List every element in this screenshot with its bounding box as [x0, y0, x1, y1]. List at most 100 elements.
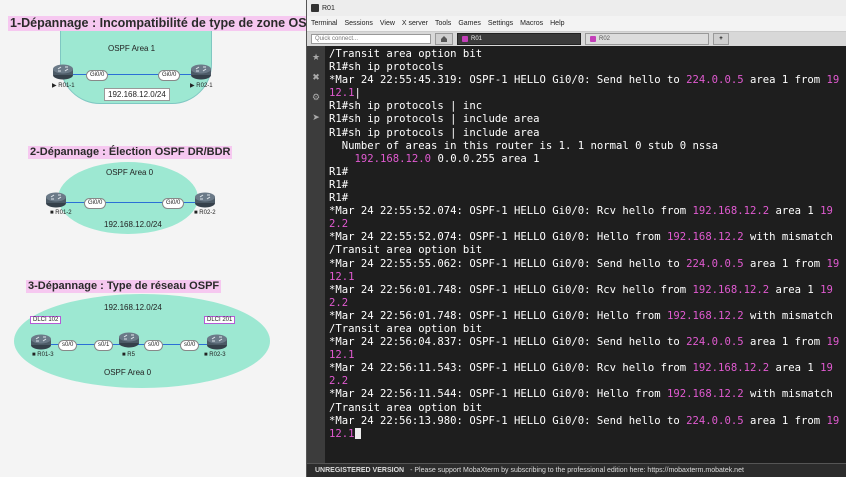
- diagram3-right-router-label: ■ R02-3: [204, 352, 226, 358]
- tab-toolbar: Quick connect... R01 R02 +: [307, 32, 846, 46]
- diagram2-right-router-label: ■ R02-2: [194, 210, 216, 216]
- tab-r01[interactable]: R01: [457, 33, 581, 45]
- diagram3-area-label: OSPF Area 0: [104, 368, 152, 377]
- diagram3-if2: s0/1: [94, 340, 114, 351]
- menu-sessions[interactable]: Sessions: [344, 20, 373, 27]
- diagram2-network: 192.168.12.0/24: [104, 220, 162, 229]
- terminal-line: 2.2: [329, 218, 846, 231]
- menu-help[interactable]: Help: [550, 20, 565, 27]
- tools-icon[interactable]: ✖: [312, 72, 320, 82]
- menu-x-server[interactable]: X server: [401, 20, 428, 27]
- terminal-text: with mismatch: [743, 309, 833, 322]
- terminal-line: 12.1: [329, 271, 846, 284]
- router-r01-3-icon: [31, 334, 51, 350]
- diagram3-dlci-right: DLCI 201: [204, 316, 236, 324]
- terminal-line: *Mar 24 22:55:45.319: OSPF-1 HELLO Gi0/0…: [329, 74, 846, 87]
- terminal-text: 19: [820, 205, 833, 218]
- terminal-text: 12.1: [329, 270, 355, 283]
- terminal-text: area 1 from: [743, 414, 827, 427]
- terminal-text: *Mar 24 22:56:01.748: OSPF-1 HELLO Gi0/0…: [329, 283, 693, 296]
- terminal-text: *Mar 24 22:56:13.980: OSPF-1 HELLO Gi0/0…: [329, 414, 687, 427]
- diagram2-title: 2-Dépannage : Élection OSPF DR/BDR: [28, 146, 233, 159]
- support-message[interactable]: - Please support MobaXterm by subscribin…: [410, 467, 744, 474]
- terminal-text: /Transit area option bit: [329, 48, 483, 60]
- left-sidebar: ★ ✖ ⚙ ➤: [307, 46, 325, 463]
- terminal-line: R1#sh ip protocols | inc: [329, 100, 846, 113]
- terminal-text: with mismatch: [743, 388, 833, 401]
- terminal-text: area 1 from: [743, 336, 827, 349]
- terminal-line: /Transit area option bit: [329, 48, 846, 61]
- terminal-line: *Mar 24 22:55:55.062: OSPF-1 HELLO Gi0/0…: [329, 258, 846, 271]
- terminal-text: 19: [826, 336, 840, 349]
- terminal-line: *Mar 24 22:56:01.748: OSPF-1 HELLO Gi0/0…: [329, 284, 846, 297]
- menu-macros[interactable]: Macros: [520, 20, 544, 27]
- terminal-text: R1#: [329, 178, 349, 191]
- terminal-text: R1#sh ip protocols | include area: [329, 113, 540, 126]
- terminal-line: 192.168.12.0 0.0.0.255 area 1: [329, 153, 846, 166]
- router-r02-3-icon: [207, 334, 227, 350]
- star-icon[interactable]: ★: [311, 52, 321, 62]
- terminal-text: 192.168.12.2: [667, 231, 744, 244]
- diagram3-dlci-left: DLCI 102: [30, 316, 62, 324]
- macros-icon[interactable]: ⚙: [311, 92, 321, 102]
- mobaxterm-window: R01 Terminal Sessions View X server Tool…: [306, 0, 846, 477]
- terminal-line: *Mar 24 22:56:13.980: OSPF-1 HELLO Gi0/0…: [329, 415, 846, 428]
- terminal-line: *Mar 24 22:56:11.544: OSPF-1 HELLO Gi0/0…: [329, 388, 846, 401]
- terminal-text: 12.1: [329, 427, 355, 440]
- terminal-text: area 1: [769, 283, 821, 296]
- diagram1-right-interface: Gi0/0: [158, 70, 181, 81]
- diagram3-mid-router-label: ■ R5: [122, 352, 135, 358]
- terminal-line: *Mar 24 22:56:01.748: OSPF-1 HELLO Gi0/0…: [329, 310, 846, 323]
- tab-r01-label: R01: [471, 36, 483, 42]
- menu-view[interactable]: View: [379, 20, 395, 27]
- diagram1-left-router-label: ▶ R01-1: [52, 83, 75, 89]
- diagram1-network: 192.168.12.0/24: [104, 88, 170, 101]
- terminal-text: R1#sh ip protocols | include area: [329, 126, 540, 139]
- tab-r02-label: R02: [599, 36, 611, 42]
- diagram1-area-label: OSPF Area 1: [108, 44, 156, 53]
- status-bar: UNREGISTERED VERSION - Please support Mo…: [307, 463, 846, 477]
- terminal-line: 2.2: [329, 297, 846, 310]
- menu-tools[interactable]: Tools: [434, 20, 452, 27]
- router-r01-1-icon: [53, 64, 73, 80]
- unregistered-version-label: UNREGISTERED VERSION: [315, 467, 405, 474]
- terminal-line: R1#: [329, 192, 846, 205]
- terminal-text: R1#sh ip protocols: [329, 61, 444, 74]
- window-titlebar[interactable]: R01: [307, 0, 846, 16]
- terminal-line: R1#sh ip protocols: [329, 61, 846, 74]
- tab-r02[interactable]: R02: [585, 33, 709, 45]
- window-title: R01: [322, 4, 335, 12]
- terminal-text: 224.0.0.5: [686, 414, 744, 427]
- terminal-text: /Transit area option bit: [329, 401, 483, 414]
- terminal-text: *Mar 24 22:56:01.748: OSPF-1 HELLO Gi0/0…: [329, 309, 668, 322]
- terminal-text: area 1: [769, 362, 821, 375]
- terminal-text: *Mar 24 22:55:45.319: OSPF-1 HELLO Gi0/0…: [329, 74, 687, 87]
- menu-terminal[interactable]: Terminal: [311, 20, 338, 27]
- terminal-line: R1#sh ip protocols | include area: [329, 127, 846, 140]
- terminal-text: 192.168.12.2: [692, 283, 770, 296]
- terminal-text: 192.168.12.0: [354, 152, 432, 165]
- diagram2-right-interface: Gi0/0: [162, 198, 185, 209]
- menu-games[interactable]: Games: [458, 20, 481, 27]
- terminal-text: 0.0.0.255 area 1: [431, 152, 540, 165]
- terminal-text: *Mar 24 22:56:11.543: OSPF-1 HELLO Gi0/0…: [329, 362, 693, 375]
- terminal-text: /Transit area option bit: [329, 244, 483, 257]
- diagram1-link: [72, 74, 192, 75]
- terminal-text: 19: [820, 362, 833, 375]
- terminal-text: 19: [826, 74, 840, 87]
- diagram1-title: 1-Dépannage : Incompatibilité de type de…: [8, 16, 325, 31]
- terminal-text: 224.0.0.5: [686, 74, 744, 87]
- quick-connect-input[interactable]: Quick connect...: [311, 34, 431, 44]
- menu-settings[interactable]: Settings: [487, 20, 514, 27]
- send-icon[interactable]: ➤: [312, 112, 320, 122]
- terminal-text: *Mar 24 22:56:04.837: OSPF-1 HELLO Gi0/0…: [329, 336, 687, 349]
- ospf-area-0-zone-3: [14, 294, 270, 388]
- terminal-line: Number of areas in this router is 1. 1 n…: [329, 140, 846, 153]
- home-tab-button[interactable]: [435, 33, 453, 45]
- terminal-line: R1#: [329, 166, 846, 179]
- terminal-text: 12.1: [329, 87, 355, 100]
- new-tab-button[interactable]: +: [713, 33, 729, 45]
- terminal-text: 19: [826, 257, 840, 270]
